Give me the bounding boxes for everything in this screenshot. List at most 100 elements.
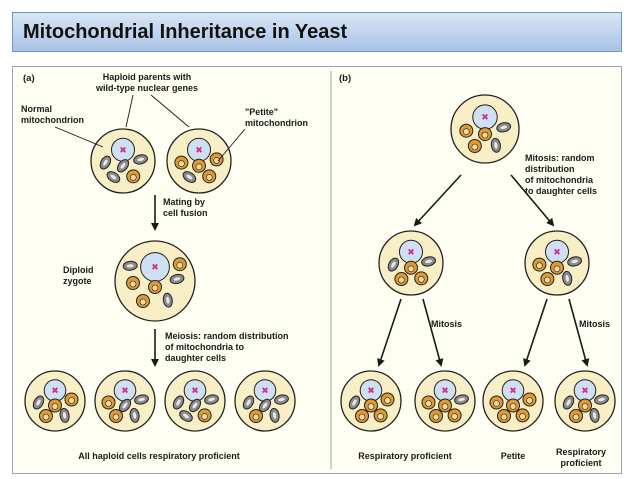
yeast-cell-haploid-2: ✖: [94, 370, 156, 432]
mitosis-right-label: Mitosis: [579, 319, 610, 329]
mitosis-arrow-lr: [422, 298, 444, 367]
normal-mitochondrion-crista: [425, 400, 432, 407]
normal-mitochondrion-crista: [519, 413, 526, 420]
meiosis-line2: of mitochondria to: [165, 342, 244, 352]
diploid-line2: zygote: [63, 276, 92, 286]
normal-mitochondrion-crista: [384, 397, 391, 404]
yeast-cell-parent-petite: ✖: [166, 128, 232, 194]
petite-line2: mitochondrion: [245, 118, 308, 128]
chromosome-icon: ✖: [481, 113, 489, 123]
chromosome-icon: ✖: [191, 387, 199, 397]
panel-b-tag: (b): [339, 73, 351, 84]
mitosis-arrow-rl: [523, 298, 548, 367]
petite-mitochondrion-core: [192, 402, 198, 409]
normal-mitochondrion-crista: [417, 276, 425, 283]
haploid-parents-line2: wild-type nuclear genes: [95, 83, 198, 93]
chromosome-icon: ✖: [261, 387, 269, 397]
normal-mitochondrion-crista: [105, 400, 112, 407]
normal-mitochondrion-crista: [471, 143, 479, 151]
normal-mitochondrion-crista: [129, 174, 137, 181]
normal-pointer: [54, 126, 104, 148]
figure-frame: ✖✖✖✖✖✖✖✖✖✖✖✖✖✖ (a) Haploid parents with …: [12, 66, 622, 474]
mitosis-top-line4: to daughter cells: [525, 186, 597, 196]
mitosis-arrow-left: [413, 174, 462, 227]
normal-mitochondrion-crista: [441, 403, 449, 410]
petite-mitochondrion-core: [425, 259, 433, 264]
normal-mitochondrion-crista: [176, 261, 184, 269]
chromosome-icon: ✖: [407, 248, 415, 258]
haploid-pointer-left: [125, 94, 134, 128]
petite-mitochondrion-core: [120, 162, 126, 169]
normal-mitochondrion-crista: [151, 284, 159, 292]
chromosome-icon: ✖: [151, 263, 159, 273]
chromosome-icon: ✖: [51, 387, 59, 397]
normal-mitochondrion-crista: [493, 400, 500, 407]
result-right-line2: proficient: [560, 458, 601, 468]
normal-mitochondrion-crista: [129, 280, 137, 288]
inheritance-diagram: ✖✖✖✖✖✖✖✖✖✖✖✖✖✖ (a) Haploid parents with …: [21, 71, 616, 469]
normal-mitochondrion-crista: [252, 413, 260, 421]
petite-mitochondrion-core: [262, 402, 268, 409]
yeast-cell-haploid-1: ✖: [24, 370, 86, 432]
normal-mitochondrion-crista: [451, 413, 458, 420]
petite-mitochondrion-core: [352, 399, 357, 406]
mating-line1: Mating by: [163, 197, 205, 207]
yeast-cell-b-rr: ✖: [554, 370, 616, 432]
petite-mitochondrion-core: [246, 399, 251, 406]
yeast-cell-b-ll: ✖: [340, 370, 402, 432]
normal-mitochondrion-crista: [536, 262, 543, 269]
petite-mitochondrion-core: [592, 411, 597, 419]
petite-mitochondrion-core: [137, 157, 145, 162]
panel-a-result: All haploid cells respiratory proficient: [78, 451, 240, 461]
normal-line1: Normal: [21, 104, 52, 114]
petite-mitochondrion-core: [126, 264, 134, 268]
normal-mitochondrion-crista: [377, 413, 384, 420]
normal-mitochondrion-crista: [213, 157, 220, 164]
yeast-cell-haploid-3: ✖: [164, 370, 226, 432]
normal-mitochondrion-crista: [581, 403, 589, 410]
petite-mitochondrion-core: [166, 296, 170, 304]
yeast-cell-haploid-4: ✖: [234, 370, 296, 432]
normal-mitochondrion-crista: [51, 403, 59, 410]
result-left: Respiratory proficient: [358, 451, 452, 461]
petite-mitochondrion-core: [176, 399, 181, 406]
normal-mitochondrion-crista: [462, 128, 470, 135]
chromosome-icon: ✖: [441, 387, 449, 397]
yeast-cell-b-parent: ✖: [450, 94, 520, 164]
petite-mitochondrion-core: [571, 259, 579, 264]
result-middle: Petite: [501, 451, 526, 461]
normal-mitochondrion-crista: [205, 174, 213, 181]
petite-mitochondrion-core: [173, 277, 181, 281]
petite-mitochondrion-core: [208, 397, 215, 402]
haploid-parents-line1: Haploid parents with: [103, 72, 192, 82]
title-bar: Mitochondrial Inheritance in Yeast: [12, 12, 622, 52]
normal-mitochondrion-crista: [509, 403, 517, 410]
mitosis-top-line2: distribution: [525, 164, 575, 174]
normal-mitochondrion-crista: [500, 413, 508, 421]
petite-mitochondrion-core: [500, 125, 508, 130]
chromosome-icon: ✖: [553, 248, 561, 258]
yeast-cell-b-left: ✖: [378, 230, 444, 296]
normal-mitochondrion-crista: [572, 413, 580, 421]
yeast-cell-diploid-zygote: ✖: [114, 240, 196, 322]
normal-mitochondrion-crista: [526, 397, 533, 404]
normal-mitochondrion-crista: [544, 276, 551, 284]
chromosome-icon: ✖: [121, 387, 129, 397]
mating-line2: cell fusion: [163, 208, 208, 218]
yeast-cell-b-right: ✖: [524, 230, 590, 296]
normal-mitochondrion-crista: [367, 403, 375, 410]
petite-mitochondrion-core: [110, 174, 117, 180]
petite-mitochondrion-core: [598, 397, 605, 402]
normal-mitochondrion-crista: [178, 160, 185, 167]
petite-line1: "Petite": [245, 107, 278, 117]
petite-mitochondrion-core: [132, 411, 137, 419]
chromosome-icon: ✖: [581, 387, 589, 397]
diploid-line1: Diploid: [63, 265, 94, 275]
meiosis-line3: daughter cells: [165, 353, 226, 363]
petite-mitochondrion-core: [138, 397, 145, 402]
petite-mitochondrion-core: [186, 174, 193, 180]
haploid-pointer-right: [150, 94, 190, 128]
chromosome-icon: ✖: [509, 387, 517, 397]
normal-mitochondrion-crista: [201, 413, 208, 420]
petite-mitochondrion-core: [62, 411, 67, 419]
